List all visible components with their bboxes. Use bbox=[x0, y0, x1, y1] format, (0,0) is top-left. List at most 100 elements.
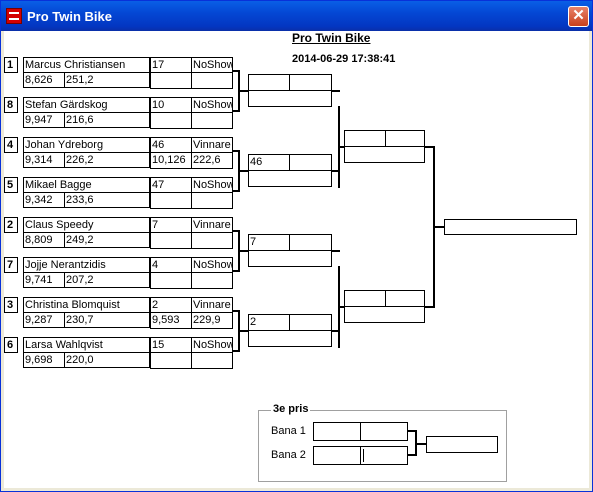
rider-speed[interactable]: 220,0 bbox=[64, 352, 150, 368]
rider-time[interactable]: 9,947 bbox=[23, 112, 65, 128]
connector bbox=[433, 226, 445, 228]
opponent-number[interactable]: 10 bbox=[150, 97, 192, 113]
rider-name[interactable]: Jojje Nerantzidis bbox=[23, 257, 150, 273]
page-title: Pro Twin Bike bbox=[292, 31, 371, 45]
opponent-speed[interactable]: 222,6 bbox=[191, 152, 233, 169]
rider-name[interactable]: Marcus Christiansen bbox=[23, 57, 150, 73]
third-prize-winner-field[interactable] bbox=[426, 436, 498, 453]
rider-time[interactable]: 9,741 bbox=[23, 272, 65, 288]
rider-name[interactable]: Larsa Wahlqvist bbox=[23, 337, 150, 353]
qf-slot-right[interactable] bbox=[289, 74, 332, 91]
sf-slot-bottom[interactable] bbox=[344, 306, 425, 323]
match-result[interactable]: NoShow bbox=[191, 257, 233, 273]
sf-slot-left[interactable] bbox=[344, 130, 386, 147]
qf-slot-left[interactable]: 2 bbox=[248, 314, 290, 331]
opponent-number[interactable]: 15 bbox=[150, 337, 192, 353]
opponent-time[interactable] bbox=[150, 112, 192, 129]
opponent-speed[interactable] bbox=[191, 272, 233, 289]
opponent-speed[interactable] bbox=[191, 232, 233, 249]
title-bar[interactable]: Pro Twin Bike ✕ bbox=[1, 1, 592, 31]
rider-name[interactable]: Stefan Gärdskog bbox=[23, 97, 150, 113]
rider-name[interactable]: Mikael Bagge bbox=[23, 177, 150, 193]
sf-slot-bottom[interactable] bbox=[344, 146, 425, 163]
third-prize-title: 3e pris bbox=[271, 403, 311, 415]
match-result[interactable]: NoShow bbox=[191, 97, 233, 113]
lane-1-left-field[interactable] bbox=[313, 422, 361, 441]
qf-slot-right[interactable] bbox=[289, 154, 332, 171]
seed-number: 7 bbox=[4, 257, 18, 273]
rider-name[interactable]: Claus Speedy bbox=[23, 217, 150, 233]
rider-speed[interactable]: 207,2 bbox=[64, 272, 150, 288]
opponent-number[interactable]: 17 bbox=[150, 57, 192, 73]
rider-speed[interactable]: 249,2 bbox=[64, 232, 150, 248]
lane-1-label: Bana 1 bbox=[271, 425, 306, 437]
text-cursor bbox=[363, 449, 364, 462]
opponent-speed[interactable] bbox=[191, 72, 233, 89]
lane-2-label: Bana 2 bbox=[271, 449, 306, 461]
connector bbox=[233, 190, 239, 192]
qf-slot-left[interactable]: 46 bbox=[248, 154, 290, 171]
match-result[interactable]: Vinnare bbox=[191, 217, 233, 233]
opponent-speed[interactable]: 229,9 bbox=[191, 312, 233, 329]
rider-time[interactable]: 8,626 bbox=[23, 72, 65, 88]
opponent-speed[interactable] bbox=[191, 112, 233, 129]
opponent-speed[interactable] bbox=[191, 192, 233, 209]
rider-time[interactable]: 9,314 bbox=[23, 152, 65, 168]
opponent-time[interactable]: 10,126 bbox=[150, 152, 192, 169]
lane-2-left-field[interactable] bbox=[313, 446, 361, 465]
seed-number: 8 bbox=[4, 97, 18, 113]
opponent-number[interactable]: 2 bbox=[150, 297, 192, 313]
qf-slot-right[interactable] bbox=[289, 314, 332, 331]
rider-time[interactable]: 9,698 bbox=[23, 352, 65, 368]
qf-slot-bottom[interactable] bbox=[248, 250, 332, 267]
qf-slot-bottom[interactable] bbox=[248, 330, 332, 347]
qf-slot-bottom[interactable] bbox=[248, 170, 332, 187]
rider-speed[interactable]: 226,2 bbox=[64, 152, 150, 168]
seed-number: 1 bbox=[4, 57, 18, 73]
match-result[interactable]: Vinnare bbox=[191, 297, 233, 313]
final-winner-field[interactable] bbox=[444, 219, 577, 235]
opponent-speed[interactable] bbox=[191, 352, 233, 369]
sf-slot-right[interactable] bbox=[385, 130, 425, 147]
match-result[interactable]: NoShow bbox=[191, 57, 233, 73]
rider-time[interactable]: 8,809 bbox=[23, 232, 65, 248]
rider-speed[interactable]: 251,2 bbox=[64, 72, 150, 88]
qf-slot-left[interactable] bbox=[248, 74, 290, 91]
close-button[interactable]: ✕ bbox=[568, 6, 589, 27]
opponent-number[interactable]: 47 bbox=[150, 177, 192, 193]
rider-name[interactable]: Johan Ydreborg bbox=[23, 137, 150, 153]
rider-name[interactable]: Christina Blomquist bbox=[23, 297, 150, 313]
seed-number: 4 bbox=[4, 137, 18, 153]
sf-slot-right[interactable] bbox=[385, 290, 425, 307]
connector bbox=[415, 443, 427, 445]
opponent-time[interactable] bbox=[150, 72, 192, 89]
opponent-number[interactable]: 46 bbox=[150, 137, 192, 153]
lane-1-right-field[interactable] bbox=[360, 422, 408, 441]
qf-slot-bottom[interactable] bbox=[248, 90, 332, 107]
connector bbox=[233, 150, 239, 152]
opponent-time[interactable] bbox=[150, 232, 192, 249]
rider-time[interactable]: 9,287 bbox=[23, 312, 65, 328]
match-result[interactable]: NoShow bbox=[191, 337, 233, 353]
qf-slot-right[interactable] bbox=[289, 234, 332, 251]
lane-2-right-field[interactable] bbox=[360, 446, 408, 465]
connector bbox=[408, 430, 416, 432]
seed-number: 3 bbox=[4, 297, 18, 313]
sf-slot-left[interactable] bbox=[344, 290, 386, 307]
opponent-time[interactable]: 9,593 bbox=[150, 312, 192, 329]
opponent-time[interactable] bbox=[150, 352, 192, 369]
opponent-time[interactable] bbox=[150, 272, 192, 289]
rider-speed[interactable]: 230,7 bbox=[64, 312, 150, 328]
opponent-number[interactable]: 4 bbox=[150, 257, 192, 273]
match-result[interactable]: NoShow bbox=[191, 177, 233, 193]
connector bbox=[233, 110, 239, 112]
rider-speed[interactable]: 233,6 bbox=[64, 192, 150, 208]
opponent-number[interactable]: 7 bbox=[150, 217, 192, 233]
qf-slot-left[interactable]: 7 bbox=[248, 234, 290, 251]
rider-time[interactable]: 9,342 bbox=[23, 192, 65, 208]
match-result[interactable]: Vinnare bbox=[191, 137, 233, 153]
opponent-time[interactable] bbox=[150, 192, 192, 209]
rider-speed[interactable]: 216,6 bbox=[64, 112, 150, 128]
